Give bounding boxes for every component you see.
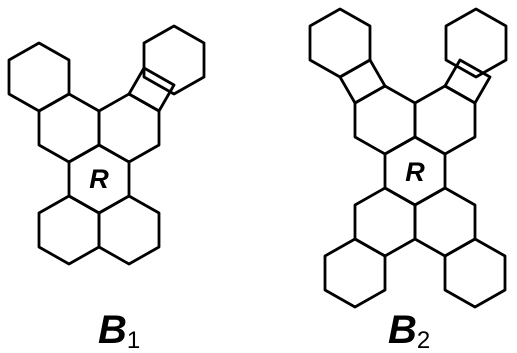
ring-b2-right-top — [444, 7, 508, 79]
structure-b1: R B1 — [7, 24, 206, 353]
structure-name-b1: B1 — [98, 308, 140, 353]
ring-b1-right-top — [142, 24, 206, 96]
ring-b1-square — [127, 66, 176, 113]
ring-label-b2: R — [405, 157, 425, 187]
ring-b1-bottom-left — [37, 194, 101, 266]
ring-b2-lower-right — [413, 186, 477, 258]
ring-b1-right-middle — [97, 92, 161, 164]
structure-letter-b1: B — [98, 308, 127, 352]
ring-b2-right-middle — [413, 84, 477, 156]
structure-subscript-b1: 1 — [127, 327, 140, 353]
structure-b2: R B2 — [308, 7, 508, 353]
ring-b2-bottom-right — [443, 237, 507, 309]
ring-label-b1: R — [89, 164, 109, 194]
structure-name-b2: B2 — [388, 308, 430, 353]
ring-b1-left-top — [7, 41, 71, 113]
ring-b2-left-square — [338, 58, 387, 105]
ring-b2-lower-left — [353, 186, 417, 258]
ring-b2-left-middle — [353, 84, 417, 156]
structure-subscript-b2: 2 — [417, 327, 430, 353]
ring-b1-bottom-right — [97, 194, 161, 266]
ring-b1-left-middle — [37, 92, 101, 164]
ring-b2-right-square — [443, 58, 492, 105]
structure-letter-b2: B — [388, 308, 417, 352]
ring-b2-left-top — [308, 7, 372, 79]
ring-b2-bottom-left — [323, 237, 387, 309]
